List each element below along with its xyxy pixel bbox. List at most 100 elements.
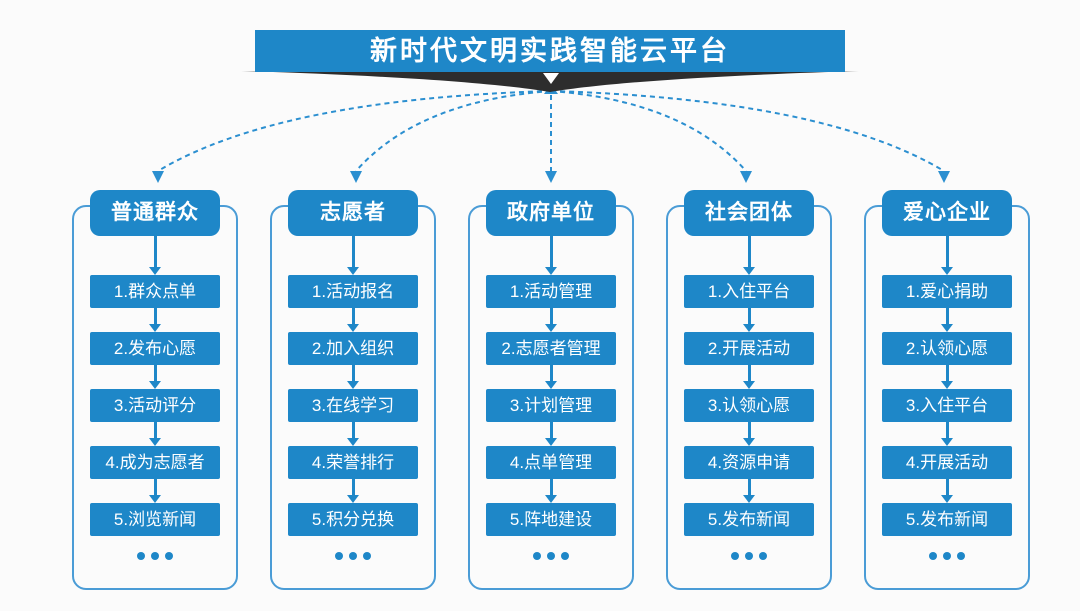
arrow-line xyxy=(153,308,157,324)
down-arrow-icon xyxy=(684,365,814,389)
step-entry: 4.资源申请 xyxy=(684,422,814,479)
ellipsis-dot xyxy=(929,552,937,560)
step-box: 4.开展活动 xyxy=(882,446,1012,479)
arrowhead-down-icon xyxy=(938,171,950,183)
more-ellipsis xyxy=(731,552,767,560)
arrow-line xyxy=(945,422,949,438)
step-box: 1.群众点单 xyxy=(90,275,220,308)
arrow-line xyxy=(549,365,553,381)
down-arrow-icon xyxy=(684,422,814,446)
column-content: 社会团体 1.入住平台 2.开展活动 3.认领心愿 xyxy=(666,190,832,560)
arrow-head xyxy=(149,267,161,275)
arrow-head xyxy=(347,381,359,389)
down-arrow-icon xyxy=(347,236,359,275)
connector-curve-2 xyxy=(355,90,552,172)
arrow-line xyxy=(549,308,553,324)
step-entry: 4.点单管理 xyxy=(486,422,616,479)
down-arrow-icon xyxy=(684,479,814,503)
down-arrow-icon xyxy=(288,422,418,446)
arrow-head xyxy=(743,381,755,389)
arrow-head xyxy=(545,438,557,446)
step-box: 4.成为志愿者 xyxy=(90,446,220,479)
step-box: 4.点单管理 xyxy=(486,446,616,479)
step-entry: 5.浏览新闻 xyxy=(90,479,220,536)
arrow-line xyxy=(945,365,949,381)
ellipsis-dot xyxy=(759,552,767,560)
arrow-head xyxy=(941,438,953,446)
step-entry: 3.活动评分 xyxy=(90,365,220,422)
step-entry: 2.开展活动 xyxy=(684,308,814,365)
arrow-head xyxy=(941,324,953,332)
arrow-head xyxy=(743,324,755,332)
step-box: 4.荣誉排行 xyxy=(288,446,418,479)
ellipsis-dot xyxy=(561,552,569,560)
arrow-line xyxy=(153,365,157,381)
arrow-head xyxy=(545,324,557,332)
ellipsis-dot xyxy=(349,552,357,560)
step-entry: 4.开展活动 xyxy=(882,422,1012,479)
down-arrow-icon xyxy=(486,422,616,446)
role-column-2: 志愿者 1.活动报名 2.加入组织 3.在线学习 xyxy=(270,190,436,600)
arrow-head xyxy=(743,267,755,275)
arrow-head xyxy=(149,324,161,332)
step-entry: 4.成为志愿者 xyxy=(90,422,220,479)
banner-down-arrow-icon xyxy=(543,73,559,84)
step-entry: 3.认领心愿 xyxy=(684,365,814,422)
arrow-head xyxy=(743,438,755,446)
step-entry: 1.入住平台 xyxy=(684,275,814,308)
connector-curve-1 xyxy=(157,90,552,172)
step-box: 5.浏览新闻 xyxy=(90,503,220,536)
column-header: 爱心企业 xyxy=(882,190,1012,236)
step-box: 4.资源申请 xyxy=(684,446,814,479)
step-entry: 2.加入组织 xyxy=(288,308,418,365)
down-arrow-icon xyxy=(684,308,814,332)
ellipsis-dot xyxy=(137,552,145,560)
banner-ribbon xyxy=(241,71,859,92)
arrow-head xyxy=(545,267,557,275)
step-entry: 1.活动报名 xyxy=(288,275,418,308)
step-box: 2.开展活动 xyxy=(684,332,814,365)
step-box: 3.活动评分 xyxy=(90,389,220,422)
down-arrow-icon xyxy=(743,236,755,275)
down-arrow-icon xyxy=(941,236,953,275)
step-box: 5.发布新闻 xyxy=(882,503,1012,536)
arrow-line xyxy=(549,422,553,438)
arrowhead-down-icon xyxy=(350,171,362,183)
page-title: 新时代文明实践智能云平台 xyxy=(255,30,845,72)
down-arrow-icon xyxy=(486,308,616,332)
step-entry: 2.志愿者管理 xyxy=(486,308,616,365)
step-entry: 3.在线学习 xyxy=(288,365,418,422)
arrow-line xyxy=(351,365,355,381)
ellipsis-dot xyxy=(731,552,739,560)
role-column-5: 爱心企业 1.爱心捐助 2.认领心愿 3.入住平台 xyxy=(864,190,1030,600)
down-arrow-icon xyxy=(90,365,220,389)
column-content: 政府单位 1.活动管理 2.志愿者管理 3.计划管理 xyxy=(468,190,634,560)
step-box: 3.入住平台 xyxy=(882,389,1012,422)
step-box: 3.认领心愿 xyxy=(684,389,814,422)
role-column-1: 普通群众 1.群众点单 2.发布心愿 3.活动评分 xyxy=(72,190,238,600)
column-header: 普通群众 xyxy=(90,190,220,236)
column-header: 志愿者 xyxy=(288,190,418,236)
step-entry: 1.群众点单 xyxy=(90,275,220,308)
arrow-head xyxy=(149,438,161,446)
more-ellipsis xyxy=(137,552,173,560)
down-arrow-icon xyxy=(90,308,220,332)
arrow-line xyxy=(549,479,553,495)
column-content: 普通群众 1.群众点单 2.发布心愿 3.活动评分 xyxy=(72,190,238,560)
column-header: 社会团体 xyxy=(684,190,814,236)
role-column-4: 社会团体 1.入住平台 2.开展活动 3.认领心愿 xyxy=(666,190,832,600)
connector-curve-5 xyxy=(550,90,945,172)
more-ellipsis xyxy=(335,552,371,560)
column-steps: 1.活动报名 2.加入组织 3.在线学习 4.荣誉排行 5.积分兑换 xyxy=(288,275,418,536)
column-content: 爱心企业 1.爱心捐助 2.认领心愿 3.入住平台 xyxy=(864,190,1030,560)
ellipsis-dot xyxy=(745,552,753,560)
step-box: 1.活动报名 xyxy=(288,275,418,308)
arrow-head xyxy=(545,495,557,503)
ellipsis-dot xyxy=(943,552,951,560)
step-box: 1.活动管理 xyxy=(486,275,616,308)
arrow-line xyxy=(945,479,949,495)
ellipsis-dot xyxy=(165,552,173,560)
arrow-line xyxy=(747,479,751,495)
down-arrow-icon xyxy=(486,479,616,503)
ellipsis-dot xyxy=(533,552,541,560)
